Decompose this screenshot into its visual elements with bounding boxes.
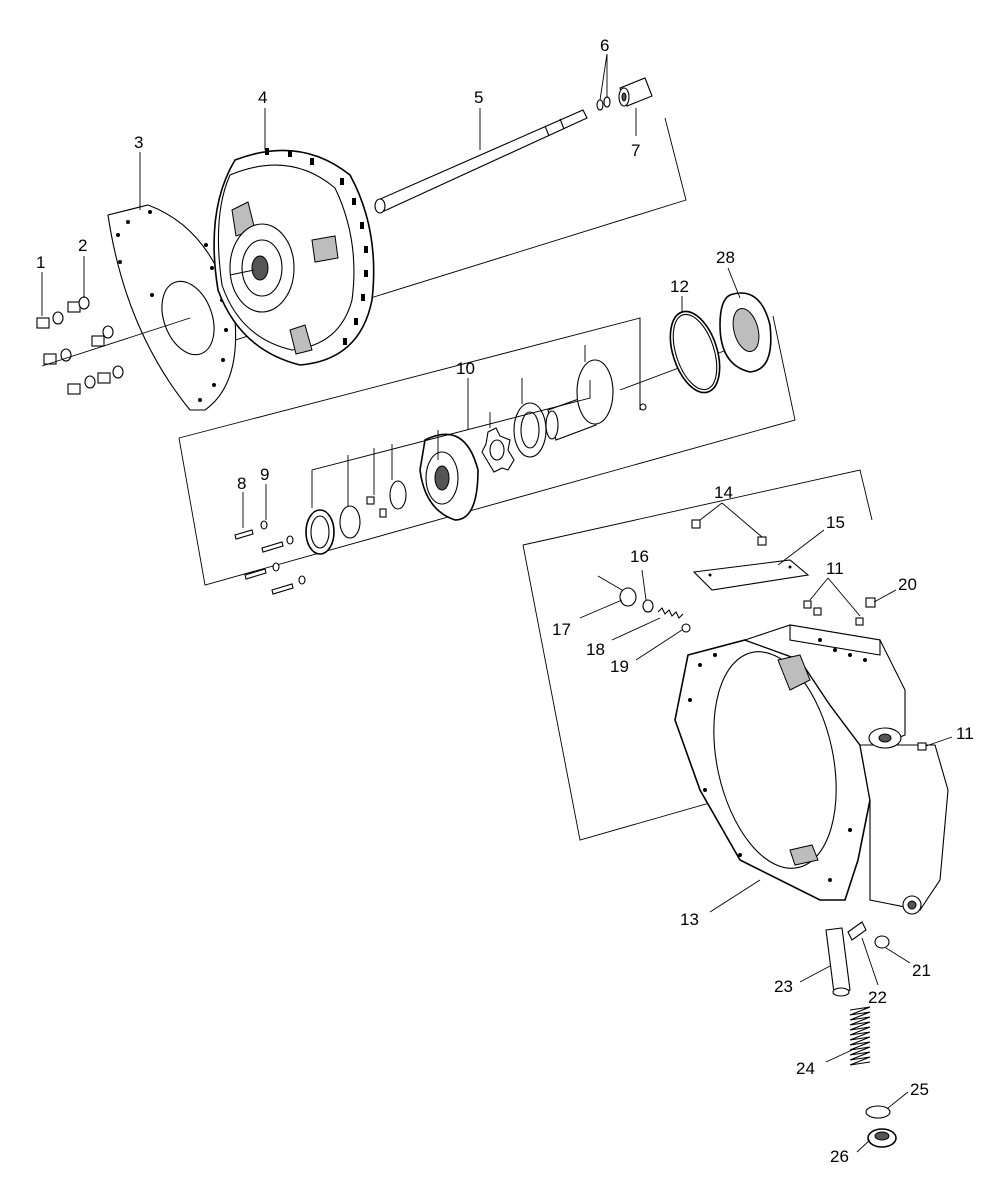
callout-9: 9: [260, 465, 269, 484]
callout-25: 25: [910, 1080, 929, 1099]
callout-4: 4: [258, 88, 267, 107]
converter-housing: [674, 624, 949, 915]
callout-8: 8: [237, 474, 246, 493]
callout-20: 20: [898, 575, 917, 594]
o-ring-and-gasket: [669, 292, 772, 394]
callout-21: 21: [912, 961, 931, 980]
cover-plate: [691, 519, 810, 591]
callout-15: 15: [826, 513, 845, 532]
callout-14: 14: [714, 483, 733, 502]
callout-16: 16: [630, 547, 649, 566]
callout-11-right: 11: [956, 724, 974, 743]
callout-12: 12: [670, 277, 689, 296]
callout-1: 1: [36, 253, 45, 272]
callout-24: 24: [796, 1059, 815, 1078]
callout-2: 2: [78, 236, 87, 255]
flex-plate: [107, 204, 237, 411]
callout-13: 13: [680, 910, 699, 929]
valve-parts: [597, 575, 691, 633]
callout-leaders: [41, 53, 953, 1153]
flexplate-fasteners: [36, 296, 191, 395]
callout-labels: 1 2 3 4 5 6 7 8 9 10 11 11 12 13 14 15 1…: [36, 36, 974, 1166]
callout-23: 23: [774, 977, 793, 996]
callout-5: 5: [474, 88, 483, 107]
housing-bolts: [803, 597, 927, 751]
callout-7: 7: [631, 141, 640, 160]
callout-26: 26: [830, 1147, 849, 1166]
callout-19: 19: [610, 657, 629, 676]
bottom-valve-parts: [825, 921, 897, 1148]
callout-18: 18: [586, 640, 605, 659]
callout-3: 3: [134, 133, 143, 152]
callout-11-top: 11: [826, 559, 844, 578]
callout-17: 17: [552, 620, 571, 639]
pump-bolts: [234, 520, 306, 595]
torque-converter: [213, 148, 375, 366]
snap-rings-and-bushing: [596, 77, 653, 111]
callout-22: 22: [868, 988, 887, 1007]
callout-6: 6: [600, 36, 609, 55]
callout-28: 28: [716, 248, 735, 267]
pump-assembly: [305, 344, 741, 555]
callout-10: 10: [456, 359, 475, 378]
input-shaft: [374, 109, 588, 214]
